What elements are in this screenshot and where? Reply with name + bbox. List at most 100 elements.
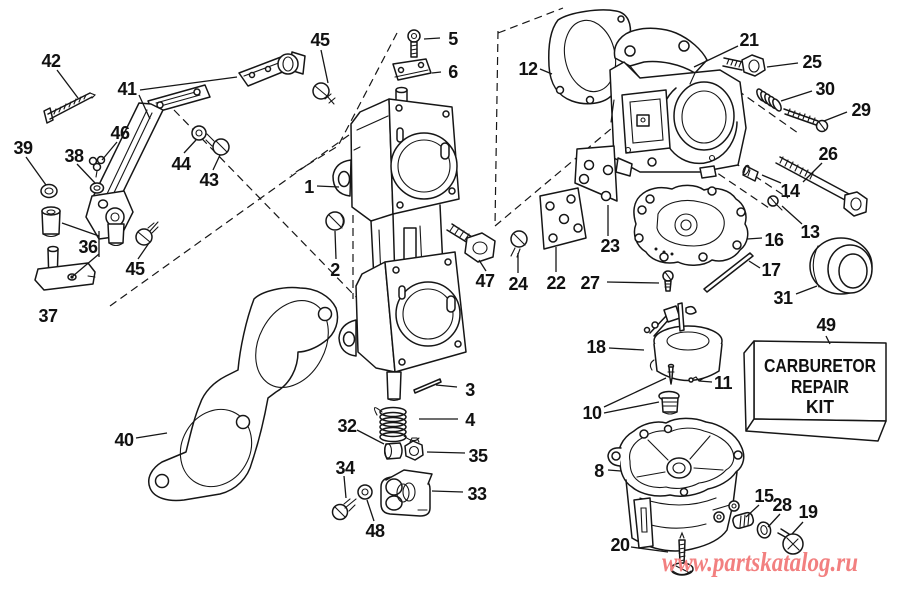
callout-46: 46 [110,123,130,143]
washer-44-drawing [191,125,207,141]
plate-22-drawing [539,187,587,250]
callout-39: 39 [13,138,33,158]
callout-4: 4 [465,410,475,430]
callout-labels: 1 2 3 4 5 6 8 10 11 12 13 14 15 16 17 18… [13,29,871,555]
drain-screw-19-drawing [777,528,804,555]
kit-box-line-1: CARBURETOR [764,356,876,376]
callout-17: 17 [761,260,781,280]
throttle-link-drawing [238,51,306,87]
callout-8: 8 [594,461,604,481]
plate-6-drawing [392,58,432,81]
callout-15: 15 [754,486,774,506]
callout-12: 12 [518,59,538,79]
callout-22: 22 [546,273,566,293]
bolt-47-drawing [446,223,496,263]
spring-4-drawing [373,406,420,443]
callout-44: 44 [171,154,191,174]
screw-5-drawing [407,29,421,58]
callout-49: 49 [816,315,836,335]
nut-35-drawing [404,437,424,461]
washer-48-drawing [357,484,373,500]
callout-14: 14 [780,181,800,201]
callout-34: 34 [335,458,355,478]
callout-41: 41 [117,79,137,99]
callout-37: 37 [38,306,58,326]
callout-1: 1 [304,177,314,197]
screw-13-drawing [767,195,783,211]
callout-32: 32 [337,416,357,436]
callout-2: 2 [330,260,340,280]
kit-box-line-2: REPAIR [791,377,849,397]
pin-3-drawing [413,378,442,394]
screw-20-drawing [670,531,694,576]
watermark: www.partskatalog.ru [662,547,858,577]
callout-36: 36 [78,237,98,257]
callout-33: 33 [467,484,487,504]
callout-27: 27 [580,273,600,293]
screw-43-drawing [205,133,230,156]
screw-45-left-drawing [135,221,159,246]
callout-43: 43 [199,170,219,190]
needle-valve-10-drawing [658,363,680,415]
bolt-26-drawing [775,156,868,217]
callout-42: 42 [41,51,61,71]
oring-28-drawing [756,521,772,539]
callout-11: 11 [714,373,733,393]
callout-19: 19 [798,502,818,522]
retainer-clip-drawing [88,155,106,178]
float-bowl-8-drawing [607,417,745,552]
callout-48: 48 [365,521,385,541]
plug-15-drawing [732,511,755,530]
callout-6: 6 [448,62,458,82]
callout-13: 13 [800,222,820,242]
cup-seal-31-drawing [809,237,873,295]
callout-18: 18 [586,337,606,357]
screw-45-top-drawing [312,82,336,105]
callout-26: 26 [818,144,838,164]
main-carburetor-body-drawing [332,86,467,402]
mount-gasket-40-drawing [148,286,339,502]
callout-20: 20 [610,535,630,555]
callout-21: 21 [739,30,759,50]
callout-30: 30 [815,79,835,99]
clevis-block-33-drawing [380,469,433,517]
kit-box-line-3: KIT [806,397,834,417]
callout-3: 3 [465,380,475,400]
callout-28: 28 [772,495,792,515]
washer-38-drawing [89,182,105,194]
plate-23-drawing [574,145,618,202]
cup-32-drawing [383,442,403,460]
bolt-25-drawing [722,54,766,77]
clip-11-drawing [688,376,705,383]
screw-27-drawing [662,270,674,292]
callout-38: 38 [64,146,84,166]
cam-follower-arm-drawing [85,84,211,247]
diaphragm-16-drawing [633,184,749,266]
callout-24: 24 [508,274,528,294]
callout-16: 16 [764,230,784,250]
bushing-36-drawing [41,206,61,238]
idle-screw-29-drawing [783,108,829,133]
carburetor-cover-body-drawing [609,27,747,179]
repair-kit-box: CARBURETOR REPAIR KIT [743,340,887,442]
callout-40: 40 [114,430,134,450]
callout-25: 25 [802,52,822,72]
callout-5: 5 [448,29,458,49]
spring-30-drawing [756,88,782,112]
screw-2-drawing [325,211,345,231]
callout-31: 31 [773,288,793,308]
fitting-14-drawing [742,164,759,182]
callout-23: 23 [600,236,620,256]
callout-29: 29 [851,100,871,120]
washer-39-drawing [40,183,58,199]
float-18-drawing [643,302,723,382]
callout-47: 47 [475,271,495,291]
screw-24-drawing [510,230,528,258]
callout-45-left: 45 [125,259,145,279]
leader-lines [25,37,848,553]
link-screw-drawing [43,92,96,124]
callout-45-top: 45 [310,30,330,50]
callout-10: 10 [582,403,602,423]
